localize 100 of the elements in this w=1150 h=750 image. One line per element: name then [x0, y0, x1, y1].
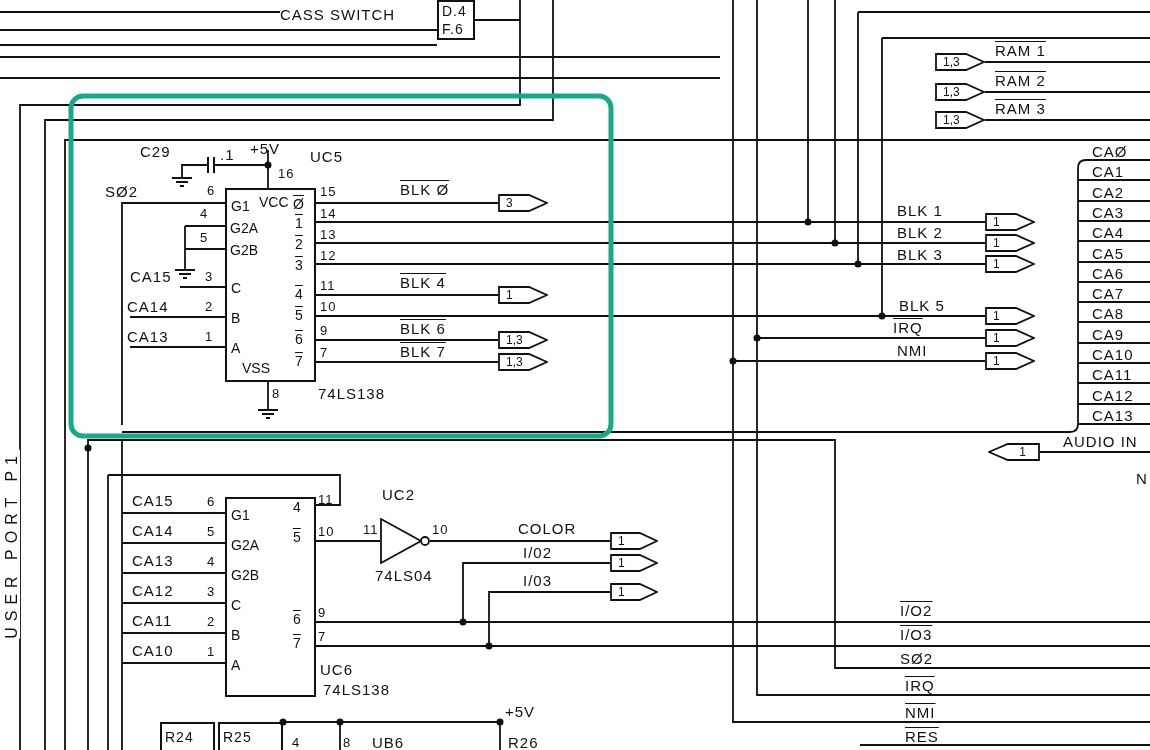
signal-name: CA2	[1092, 184, 1125, 201]
signal-name: CASS SWITCH	[280, 6, 396, 23]
connector-number: 1	[506, 288, 513, 302]
wire	[1039, 451, 1150, 453]
off-page-connector	[498, 286, 548, 304]
pin-number: 5	[207, 523, 216, 540]
pin-label: G2B	[230, 242, 258, 258]
wire	[315, 540, 381, 542]
pin-number: 7	[320, 344, 329, 361]
signal-name: BLK 5	[899, 297, 945, 314]
signal-name: CAØ	[1092, 143, 1128, 160]
signal-name: IRQ	[905, 677, 935, 694]
connector-number: 1,3	[506, 333, 523, 347]
signal-name: BLK 4	[400, 274, 446, 291]
signal-name: CA13	[132, 552, 174, 569]
off-page-connector	[988, 443, 1040, 461]
pin-label: A	[231, 340, 241, 356]
signal-name: CA13	[127, 328, 169, 345]
pin-number: 3	[205, 268, 214, 285]
pin-number: 2	[205, 298, 214, 315]
off-page-connector	[985, 213, 1035, 231]
off-page-connector	[610, 583, 658, 601]
signal-name: RAM 1	[995, 42, 1046, 59]
pin-label: 5	[295, 307, 303, 323]
pin-label: B	[231, 310, 241, 326]
signal-name: RAM 3	[995, 100, 1046, 117]
wire	[129, 346, 226, 348]
reference-designator: UC2	[382, 486, 415, 503]
wire	[121, 662, 226, 664]
connector-number: 1,3	[943, 113, 960, 127]
wire	[315, 339, 499, 341]
wire	[121, 202, 226, 426]
wire	[315, 315, 986, 317]
part-number: 74LS138	[318, 385, 386, 402]
signal-name: BLK 2	[897, 224, 943, 241]
connector-number: 1	[618, 556, 625, 570]
connector-number: 1	[1019, 445, 1026, 459]
pin-label: A	[231, 657, 241, 673]
off-page-connector	[610, 532, 658, 550]
wire	[429, 540, 611, 542]
component-box	[160, 722, 215, 750]
pin-label: 6	[293, 611, 301, 627]
pin-number: 10	[320, 298, 337, 315]
pin-number: 4	[207, 553, 216, 570]
connector-number: 1	[993, 354, 1000, 368]
wire	[315, 645, 1150, 647]
off-page-connector	[985, 352, 1035, 370]
pin-label: 7	[293, 635, 301, 651]
signal-name: I/02	[523, 544, 553, 561]
connector-number: 1	[993, 215, 1000, 229]
ic-chip	[225, 188, 316, 382]
pin-number: 4	[292, 734, 301, 750]
signal-name: CA1	[1092, 163, 1125, 180]
pin-label: 7	[295, 353, 303, 369]
wire	[756, 0, 986, 339]
signal-name: CA12	[1092, 387, 1134, 404]
off-page-connector	[498, 194, 548, 212]
pin-label: VSS	[242, 360, 270, 376]
signal-name: CA3	[1092, 204, 1125, 221]
pin-label: B	[231, 627, 241, 643]
signal-name: BLK 6	[400, 320, 446, 337]
connector-number: 1	[618, 534, 625, 548]
pin-label: G2A	[231, 537, 259, 553]
reference-designator: C29	[140, 143, 171, 160]
connector-number: 1	[993, 331, 1000, 345]
reference-designator: UB6	[372, 734, 405, 750]
wire	[315, 202, 499, 204]
pin-number: 9	[318, 604, 327, 621]
wire	[107, 474, 341, 506]
off-page-connector	[935, 53, 985, 71]
reference-designator: UC6	[320, 661, 353, 678]
connector-number: 1	[618, 585, 625, 599]
supply-label: +5V	[250, 140, 281, 157]
pin-number: 3	[207, 583, 216, 600]
wire	[315, 294, 499, 296]
pin-number: 8	[272, 385, 281, 402]
signal-name: CA6	[1092, 265, 1125, 282]
wire	[315, 242, 986, 244]
pin-label: Ø	[293, 196, 304, 212]
pin-number: 10	[318, 523, 335, 540]
pin-label: 4	[295, 286, 303, 302]
signal-name: CA9	[1092, 326, 1125, 343]
signal-name: CA14	[127, 298, 169, 315]
connector-number: 1	[993, 257, 1000, 271]
off-page-connector	[498, 331, 548, 349]
pin-number: 13	[320, 226, 337, 243]
wire	[129, 316, 226, 318]
pin-number: 10	[432, 521, 449, 538]
wire	[984, 119, 1150, 121]
reference-designator: UC5	[310, 148, 343, 165]
inverter-symbol	[380, 518, 430, 564]
pin-label: VCC	[259, 194, 289, 210]
component-value: .1	[220, 146, 235, 163]
part-number: 74LS04	[375, 567, 433, 584]
pin-number: 5	[200, 229, 209, 246]
connector-number: 3	[506, 196, 513, 210]
signal-name: CA11	[132, 612, 173, 629]
pin-number: 11	[363, 521, 379, 538]
wire	[121, 542, 226, 544]
pin-number: 4	[200, 205, 209, 222]
